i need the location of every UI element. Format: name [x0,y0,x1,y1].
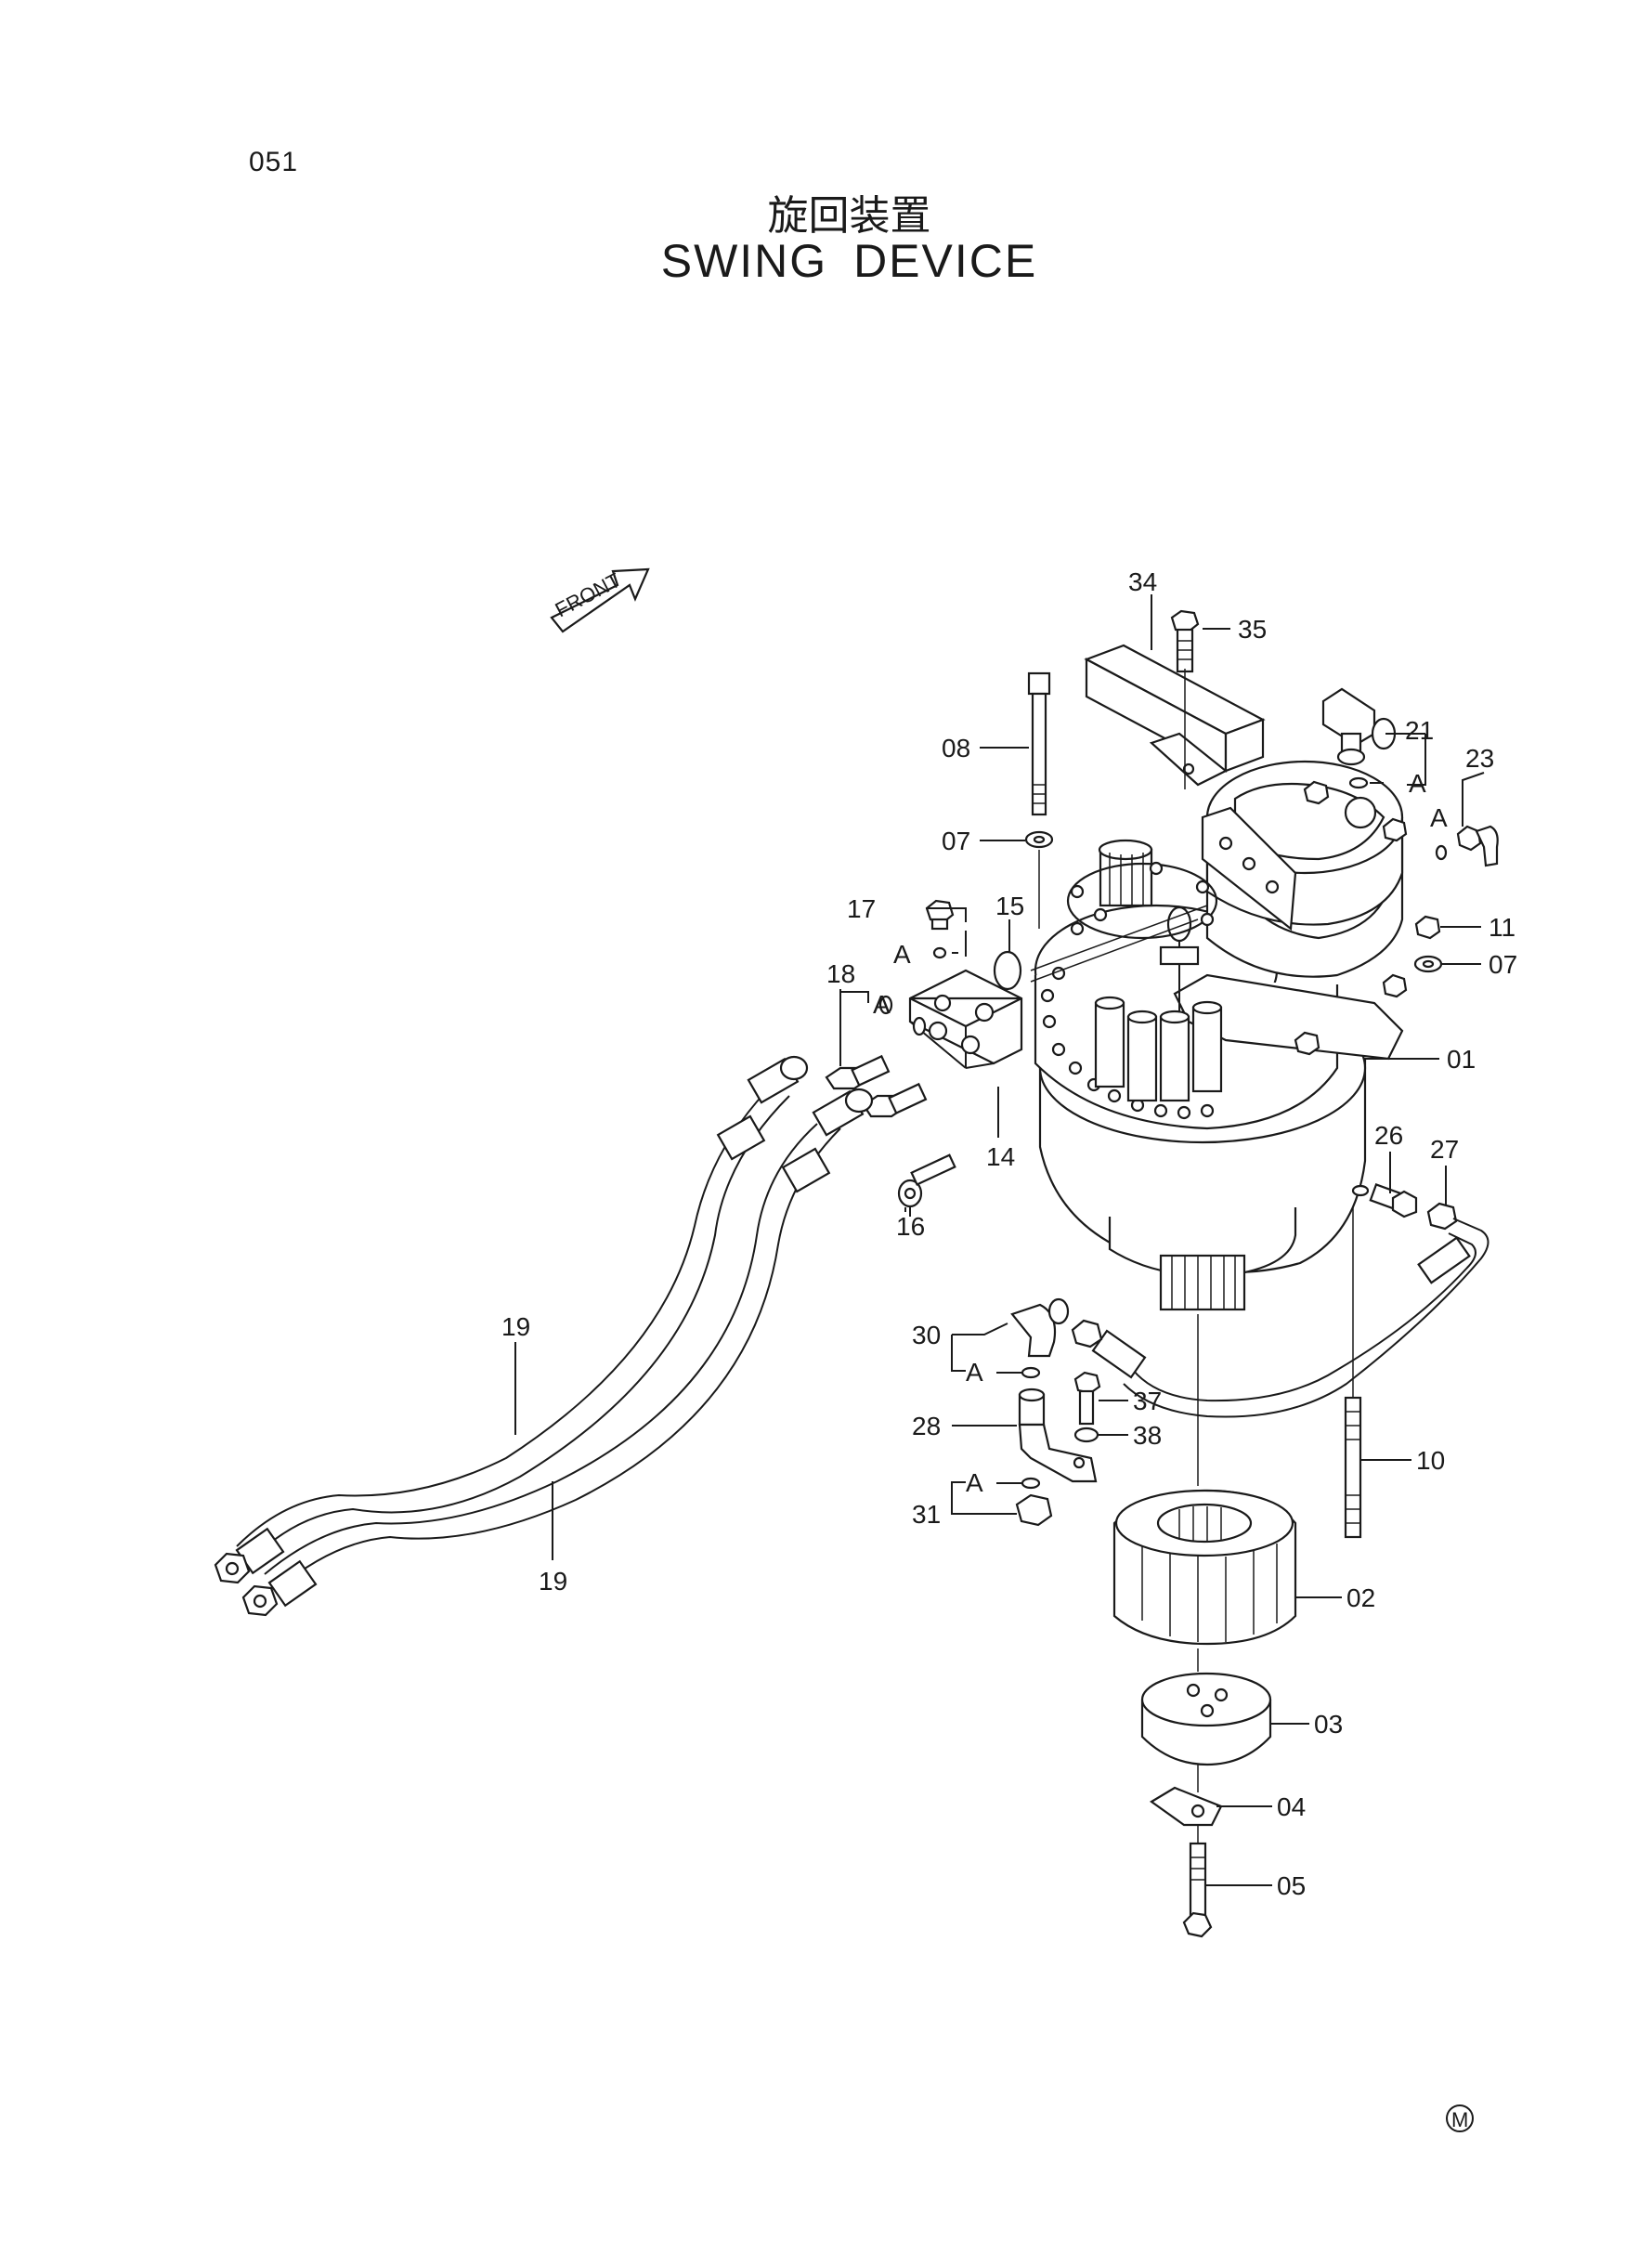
label-26: 26 [1374,1121,1403,1150]
label-ref-a-31: A [966,1468,983,1497]
label-31: 31 [912,1500,941,1529]
part-11-nut [1414,915,1441,940]
label-16: 16 [896,1212,925,1241]
part-number-labels: 34 35 08 07 21 A 23 A 11 07 01 15 17 A 1… [501,567,1517,1900]
label-ref-a-18: A [873,990,891,1019]
label-19-bottom: 19 [539,1567,567,1596]
label-35: 35 [1238,615,1267,644]
part-17-oring [932,946,947,959]
label-21: 21 [1405,716,1434,745]
part-16-bolt [897,1153,956,1208]
part-21-fitting [1321,687,1397,766]
label-15: 15 [995,892,1024,920]
label-17: 17 [847,894,876,923]
part-05-bolt [1182,1842,1213,1938]
page-code: 051 [249,147,299,177]
swing-motor-body [1034,760,1408,1311]
label-ref-a-21: A [1409,769,1426,798]
leader-lines [514,594,1485,1886]
part-18-adapters [825,995,928,1118]
label-08: 08 [942,734,970,762]
part-10-stud [1344,1396,1362,1539]
footer-mark: M [1446,2104,1474,2132]
part-14-valve-block [908,969,1023,1069]
label-02: 02 [1346,1583,1375,1612]
part-37-bolt [1073,1371,1101,1426]
part-15-oring [993,950,1022,991]
part-23-oring [1435,844,1448,861]
label-23: 23 [1465,744,1494,773]
label-28: 28 [912,1412,941,1440]
part-38-washer [1073,1427,1099,1443]
label-34: 34 [1128,567,1157,596]
part-30-elbow [1010,1297,1070,1358]
part-19-hoses [214,1055,874,1617]
label-18: 18 [826,959,855,988]
footer-mark-letter: M [1451,2108,1468,2131]
label-10: 10 [1416,1446,1445,1475]
title-english: SWING DEVICE [660,235,1038,287]
title-japanese: 旋回装置 [767,192,931,240]
label-ref-a-30: A [966,1358,983,1387]
part-34-bracket [1084,644,1266,787]
part-27-tube [1071,1202,1489,1418]
label-37: 37 [1133,1387,1162,1415]
part-35-bolt [1170,609,1200,673]
label-38: 38 [1133,1421,1162,1450]
label-11: 11 [1489,913,1515,942]
label-ref-a-23: A [1430,803,1448,832]
assembly-centerlines [1030,669,1354,1844]
part-02-pinion [1112,1489,1297,1646]
part-28-block [1018,1388,1098,1483]
flange-bolts [1040,966,1215,1120]
part-26-fitting [1351,1183,1418,1218]
part-30-oring [1021,1366,1041,1379]
part-21-oring [1348,776,1369,789]
label-30: 30 [912,1321,941,1349]
part-23-fitting [1456,825,1499,867]
label-01: 01 [1447,1045,1476,1074]
part-31-plug [1015,1493,1053,1527]
label-04: 04 [1277,1792,1306,1821]
label-27: 27 [1430,1135,1459,1164]
part-17-plug [925,899,955,931]
label-07-left: 07 [942,827,970,855]
part-03-cap [1140,1672,1272,1766]
label-ref-a-17: A [893,940,911,969]
part-04-plate [1149,1786,1223,1827]
label-03: 03 [1314,1710,1343,1739]
part-31-oring [1021,1477,1041,1490]
label-05: 05 [1277,1871,1306,1900]
label-07-right: 07 [1489,950,1517,979]
part-08-bolt [1027,671,1051,816]
label-19-top: 19 [501,1312,530,1341]
label-14: 14 [986,1142,1015,1171]
front-arrow: FRONT [550,568,650,633]
